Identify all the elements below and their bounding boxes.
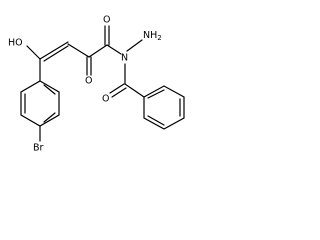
amino-subscript-label: 2 <box>157 34 161 42</box>
bond-c-n <box>106 44 122 55</box>
bond-benzoyl-co-2 <box>111 87 127 98</box>
phenyl-inner-1 <box>147 89 165 99</box>
bromophenyl-inner-1 <box>43 84 56 95</box>
atom-labels: HO O O N NH2 O Br <box>8 15 162 154</box>
bromophenyl-ring <box>20 80 60 127</box>
bromine-label: Br <box>33 143 44 154</box>
bond-benzoyl-co <box>109 83 125 94</box>
bromophenyl-inner-2 <box>43 112 56 123</box>
chemical-structure: HO O O N NH2 O Br <box>8 15 185 154</box>
hydroxyl-label: HO <box>8 38 23 49</box>
hydrazide-nitrogen-label: N <box>121 53 128 64</box>
amide-oxygen-label: O <box>103 15 110 26</box>
amino-nh-label: NH <box>143 30 157 41</box>
bonds <box>20 25 185 142</box>
bond-c-oh <box>26 45 41 60</box>
bond-ketone-up <box>88 44 108 58</box>
benzoyl-oxygen-label: O <box>102 94 109 105</box>
bond-enol-double-inner <box>43 45 69 62</box>
ketone-oxygen-label: O <box>85 76 92 87</box>
bond-enol-double <box>39 41 69 60</box>
bond-ch-co <box>67 43 90 58</box>
amino-group-label: NH2 <box>143 30 162 43</box>
phenyl-inner-3 <box>147 115 165 126</box>
bond-benzoyl-phenyl <box>124 83 145 98</box>
phenyl-ring <box>143 85 185 130</box>
bond-n-nh2 <box>126 39 143 52</box>
